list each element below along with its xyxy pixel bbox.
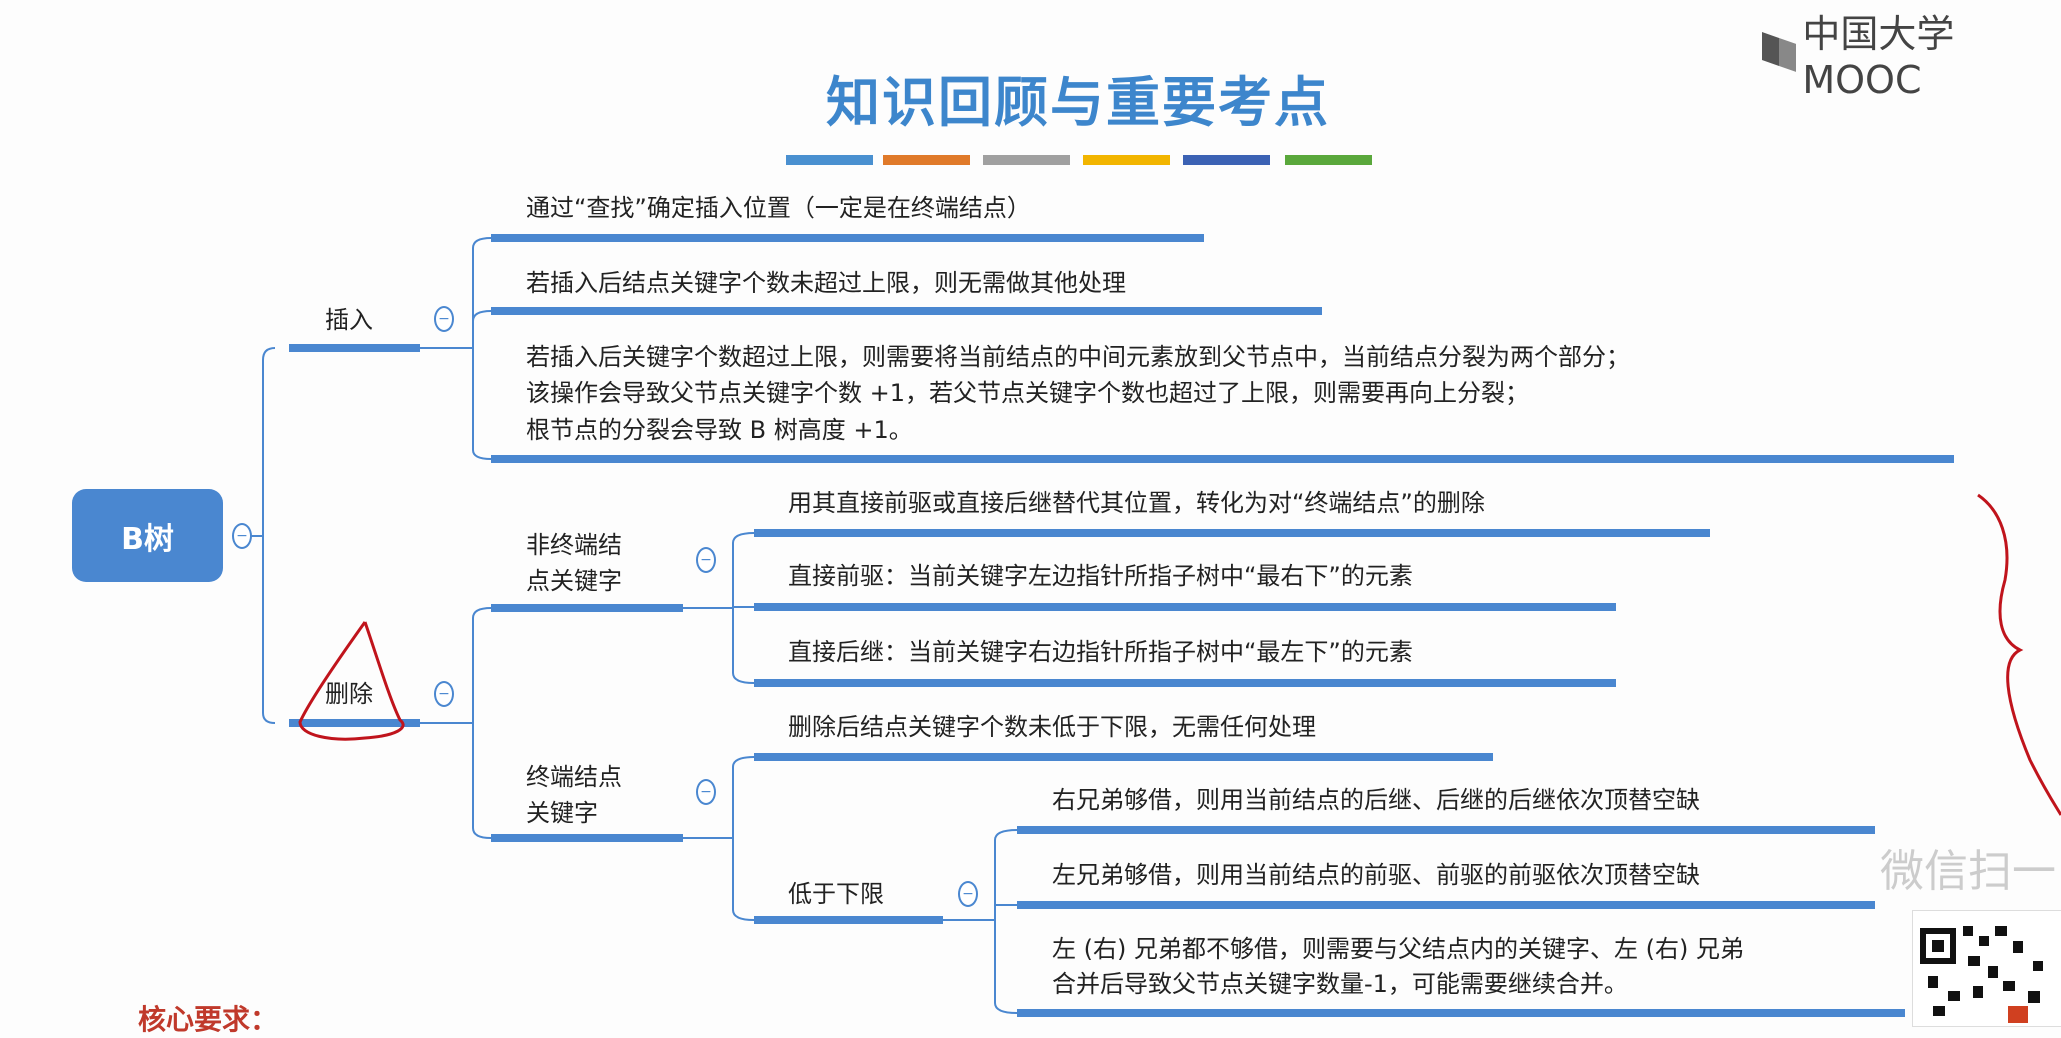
color-bar-blue	[786, 155, 873, 165]
page-title: 知识回顾与重要考点	[826, 71, 1330, 134]
insert-item-3-line-2: 该操作会导致父节点关键字个数 +1，若父节点关键字个数也超过了上限，则需要再向上…	[526, 379, 1530, 407]
node-leaf-line-1[interactable]: 终端结点	[526, 763, 622, 791]
qr-code-icon	[1920, 926, 2043, 1023]
triangle-annotation	[298, 621, 405, 741]
color-bar-yellow	[1083, 155, 1170, 165]
below-item-2: 左兄弟够借，则用当前结点的前驱、前驱的前驱依次顶替空缺	[1052, 861, 1700, 889]
nonleaf-item-1: 用其直接前驱或直接后继替代其位置，转化为对“终端结点”的删除	[788, 489, 1485, 517]
node-nonleaf-line-1[interactable]: 非终端结	[526, 531, 622, 559]
collapse-insert-button[interactable]: −	[434, 306, 454, 332]
red-annotations	[298, 493, 2061, 816]
node-delete[interactable]: 删除	[325, 680, 373, 708]
collapse-delete-button[interactable]: −	[434, 681, 454, 707]
collapse-nonleaf-button[interactable]: −	[696, 547, 716, 573]
insert-item-1: 通过“查找”确定插入位置（一定是在终端结点）	[526, 194, 1031, 222]
color-bar-orange	[883, 155, 970, 165]
logo-text: 中国大学MOOC	[1802, 11, 1955, 102]
node-below-limit[interactable]: 低于下限	[788, 880, 884, 908]
wechat-scan-hint: 微信扫一	[1880, 846, 2056, 897]
node-insert[interactable]: 插入	[325, 306, 373, 334]
core-requirement-label: 核心要求：	[138, 1003, 279, 1036]
insert-item-3-line-3: 根节点的分裂会导致 B 树高度 +1。	[526, 416, 913, 444]
brace-annotation	[1977, 493, 2061, 816]
node-nonleaf-line-2[interactable]: 点关键字	[526, 567, 622, 595]
color-bar-navy	[1183, 155, 1270, 165]
collapse-below-limit-button[interactable]: −	[958, 881, 978, 907]
qr-code	[1912, 910, 2061, 1027]
color-bar-green	[1285, 155, 1372, 165]
nonleaf-item-3: 直接后继：当前关键字右边指针所指子树中“最左下”的元素	[788, 638, 1413, 666]
below-item-3-line-2: 合并后导致父节点关键字数量-1，可能需要继续合并。	[1052, 970, 1628, 998]
insert-item-3-line-1: 若插入后关键字个数超过上限，则需要将当前结点的中间元素放到父节点中，当前结点分裂…	[526, 343, 1630, 371]
collapse-root-button[interactable]: −	[232, 523, 252, 549]
root-node-btree[interactable]: B树	[72, 489, 223, 582]
collapse-leaf-button[interactable]: −	[696, 779, 716, 805]
insert-item-2: 若插入后结点关键字个数未超过上限，则无需做其他处理	[526, 269, 1126, 297]
leaf-item-1: 删除后结点关键字个数未低于下限，无需任何处理	[788, 713, 1316, 741]
below-item-1: 右兄弟够借，则用当前结点的后继、后继的后继依次顶替空缺	[1052, 786, 1700, 814]
below-item-3-line-1: 左 (右) 兄弟都不够借，则需要与父结点内的关键字、左 (右) 兄弟	[1052, 935, 1744, 963]
mooc-logo: 中国大学MOOC	[1762, 12, 2061, 102]
node-leaf-line-2[interactable]: 关键字	[526, 799, 598, 827]
color-bar-gray	[983, 155, 1070, 165]
nonleaf-item-2: 直接前驱：当前关键字左边指针所指子树中“最右下”的元素	[788, 562, 1413, 590]
